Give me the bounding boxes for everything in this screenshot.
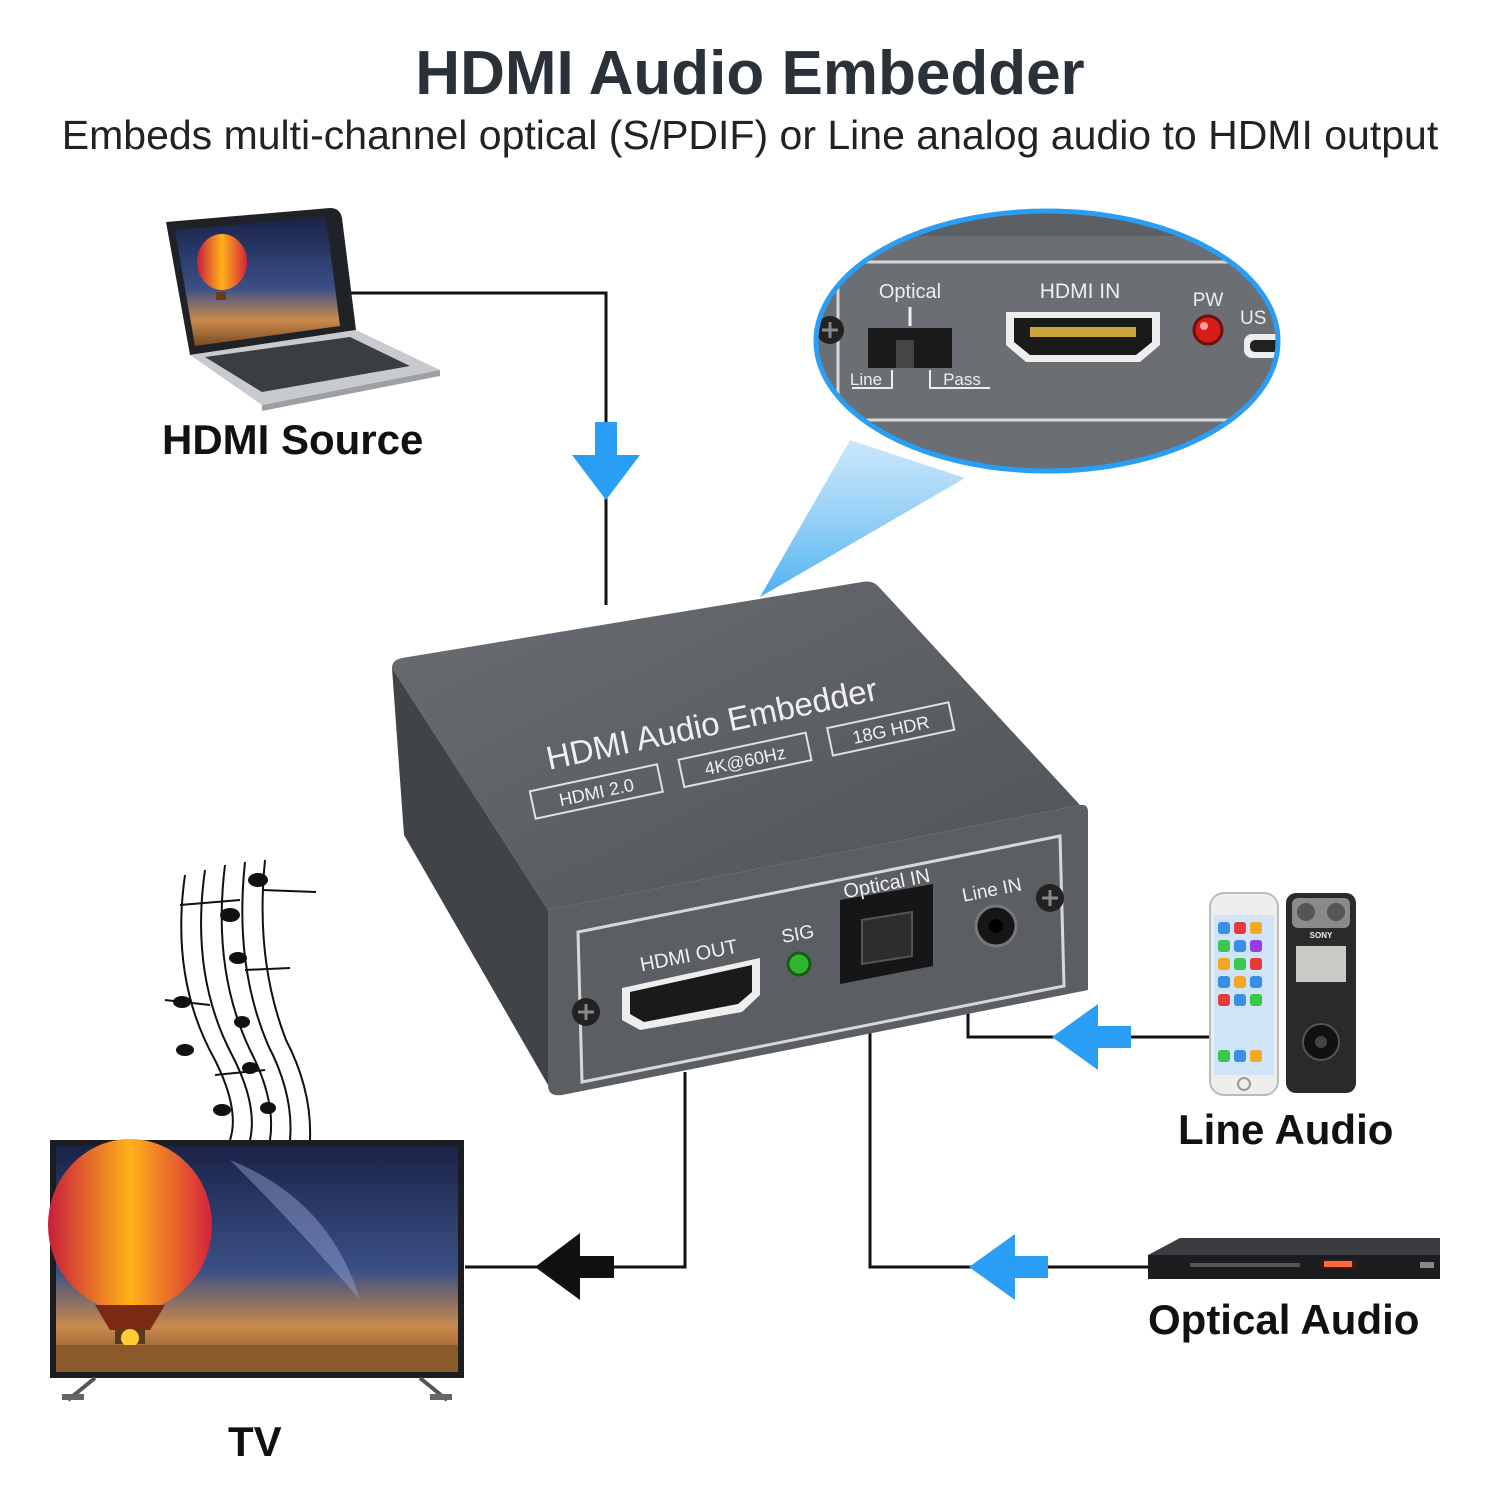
arrow-left-line-icon bbox=[1052, 1004, 1131, 1070]
optical-audio-line bbox=[868, 1025, 1148, 1269]
arrow-left-output-icon bbox=[535, 1233, 614, 1300]
zoom-hdmi-in-label: HDMI IN bbox=[1040, 280, 1121, 303]
music-notes-heads bbox=[173, 873, 276, 1116]
line-audio-label: Line Audio bbox=[1178, 1106, 1394, 1153]
audio-embedder-device: HDMI Audio Embedder HDMI 2.0 4K@60Hz 18G… bbox=[392, 581, 1088, 1096]
hdmi-source-label: HDMI Source bbox=[162, 416, 424, 463]
zoom-usb-label: US bbox=[1240, 308, 1266, 329]
recorder-brand: SONY bbox=[1310, 931, 1333, 940]
tv-label: TV bbox=[228, 1418, 282, 1465]
page-subtitle: Embeds multi-channel optical (S/PDIF) or… bbox=[61, 112, 1439, 158]
zoom-optical-label: Optical bbox=[879, 281, 941, 303]
page-title: HDMI Audio Embedder bbox=[415, 39, 1085, 108]
tv-icon bbox=[48, 1139, 464, 1402]
zoom-line-label: Line bbox=[850, 370, 882, 389]
smartphone-icon bbox=[1209, 892, 1279, 1096]
arrow-left-optical-icon bbox=[969, 1234, 1048, 1300]
pw-led-icon bbox=[1192, 314, 1224, 346]
optical-audio-label: Optical Audio bbox=[1148, 1296, 1420, 1343]
zoom-pw-label: PW bbox=[1193, 290, 1224, 311]
arrow-down-icon bbox=[572, 422, 640, 500]
laptop-icon bbox=[166, 208, 440, 411]
sig-led-icon bbox=[786, 951, 812, 977]
zoom-beam bbox=[760, 440, 965, 597]
dvd-player-icon bbox=[1148, 1238, 1440, 1279]
voice-recorder-icon: SONY bbox=[1286, 893, 1356, 1093]
hdmi-source-line bbox=[350, 291, 608, 605]
zoom-pass-label: Pass bbox=[943, 370, 981, 389]
